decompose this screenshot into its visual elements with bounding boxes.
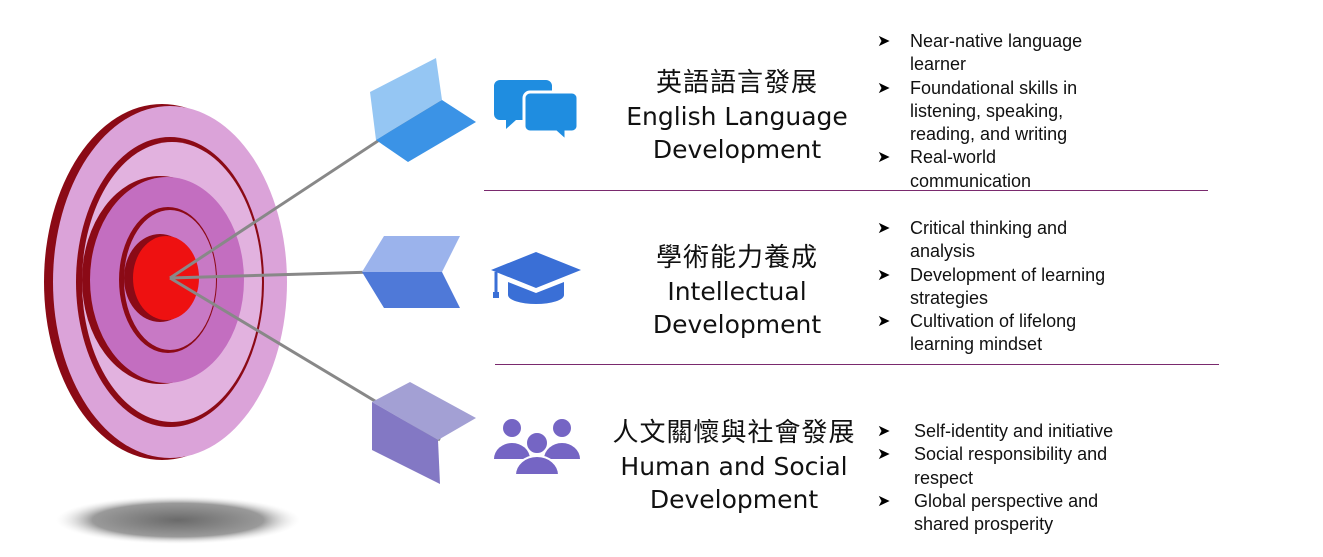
section-title-en-line2: Development bbox=[649, 485, 819, 514]
bullet-list-3: ➤ Self-identity and initiative ➤ Social re… bbox=[877, 420, 1142, 536]
bullet-arrow-icon: ➤ bbox=[877, 220, 891, 237]
arrow-fletching-1 bbox=[370, 58, 476, 162]
target-shadow bbox=[56, 496, 300, 544]
bullet-arrow-icon: ➤ bbox=[877, 423, 891, 440]
bullet-item: ➤ Global perspective and shared prosperit… bbox=[877, 490, 1142, 537]
bullet-text: Cultivation of lifelong learning mindset bbox=[910, 311, 1077, 355]
bullet-arrow-icon: ➤ bbox=[877, 492, 891, 510]
section-title-en-line2: Development bbox=[652, 135, 822, 164]
people-group-icon bbox=[494, 419, 580, 476]
arrow-fletching-2 bbox=[362, 236, 460, 308]
bullet-arrow-icon: ➤ bbox=[877, 33, 891, 50]
bullet-text: Real-world communication bbox=[910, 147, 1032, 191]
bullet-arrow-icon: ➤ bbox=[877, 149, 891, 167]
section-title-en-line1: English Language bbox=[626, 102, 848, 131]
bullet-item: ➤ Real-world communication bbox=[877, 146, 1107, 193]
bullet-text: Near-native language learner bbox=[910, 31, 1083, 75]
bullet-item: ➤ Self-identity and initiative bbox=[877, 420, 1142, 443]
section-divider-2 bbox=[495, 364, 1219, 365]
section-title-en-line1: Intellectual bbox=[667, 277, 807, 306]
bullet-item: ➤ Development of learning strategies bbox=[877, 264, 1127, 311]
section-title-2: 學術能力養成 Intellectual Development bbox=[612, 241, 862, 341]
bullet-item: ➤ Cultivation of lifelong learning mindse… bbox=[877, 310, 1127, 357]
arrow-fletching-3 bbox=[372, 382, 476, 484]
section-divider-1 bbox=[484, 190, 1208, 191]
bullet-arrow-icon: ➤ bbox=[877, 446, 891, 464]
bullet-text: Social responsibility and respect bbox=[914, 444, 1108, 488]
section-title-zh: 學術能力養成 bbox=[655, 243, 818, 273]
bullet-arrow-icon: ➤ bbox=[877, 313, 891, 331]
bullet-list-1: ➤ Near-native language learner ➤ Foundatio… bbox=[877, 30, 1107, 193]
bullet-item: ➤ Near-native language learner bbox=[877, 30, 1107, 77]
bullet-arrow-icon: ➤ bbox=[877, 79, 891, 97]
speech-bubbles-icon bbox=[494, 80, 580, 145]
bullet-text: Foundational skills in listening, speaki… bbox=[910, 77, 1078, 145]
bullet-text: Self-identity and initiative bbox=[914, 421, 1114, 441]
graduation-cap-icon bbox=[491, 252, 581, 304]
section-title-en-line1: Human and Social bbox=[620, 452, 848, 481]
target bbox=[44, 104, 287, 460]
bullet-item: ➤ Critical thinking and analysis bbox=[877, 217, 1127, 264]
section-title-zh: 人文關懷與社會發展 bbox=[612, 418, 856, 448]
bullet-arrow-icon: ➤ bbox=[877, 266, 891, 284]
bullet-list-2: ➤ Critical thinking and analysis ➤ Develop… bbox=[877, 217, 1127, 357]
bullet-item: ➤ Foundational skills in listening, speak… bbox=[877, 77, 1107, 147]
bullet-text: Global perspective and shared prosperity bbox=[914, 490, 1099, 535]
section-title-zh: 英語語言發展 bbox=[655, 68, 818, 98]
section-title-en-line2: Development bbox=[652, 310, 822, 339]
bullet-text: Critical thinking and analysis bbox=[910, 218, 1068, 262]
bullet-item: ➤ Social responsibility and respect bbox=[877, 443, 1142, 490]
section-title-3: 人文關懷與社會發展 Human and Social Development bbox=[600, 416, 868, 516]
section-title-1: 英語語言發展 English Language Development bbox=[612, 66, 862, 166]
bullet-text: Development of learning strategies bbox=[910, 264, 1106, 308]
